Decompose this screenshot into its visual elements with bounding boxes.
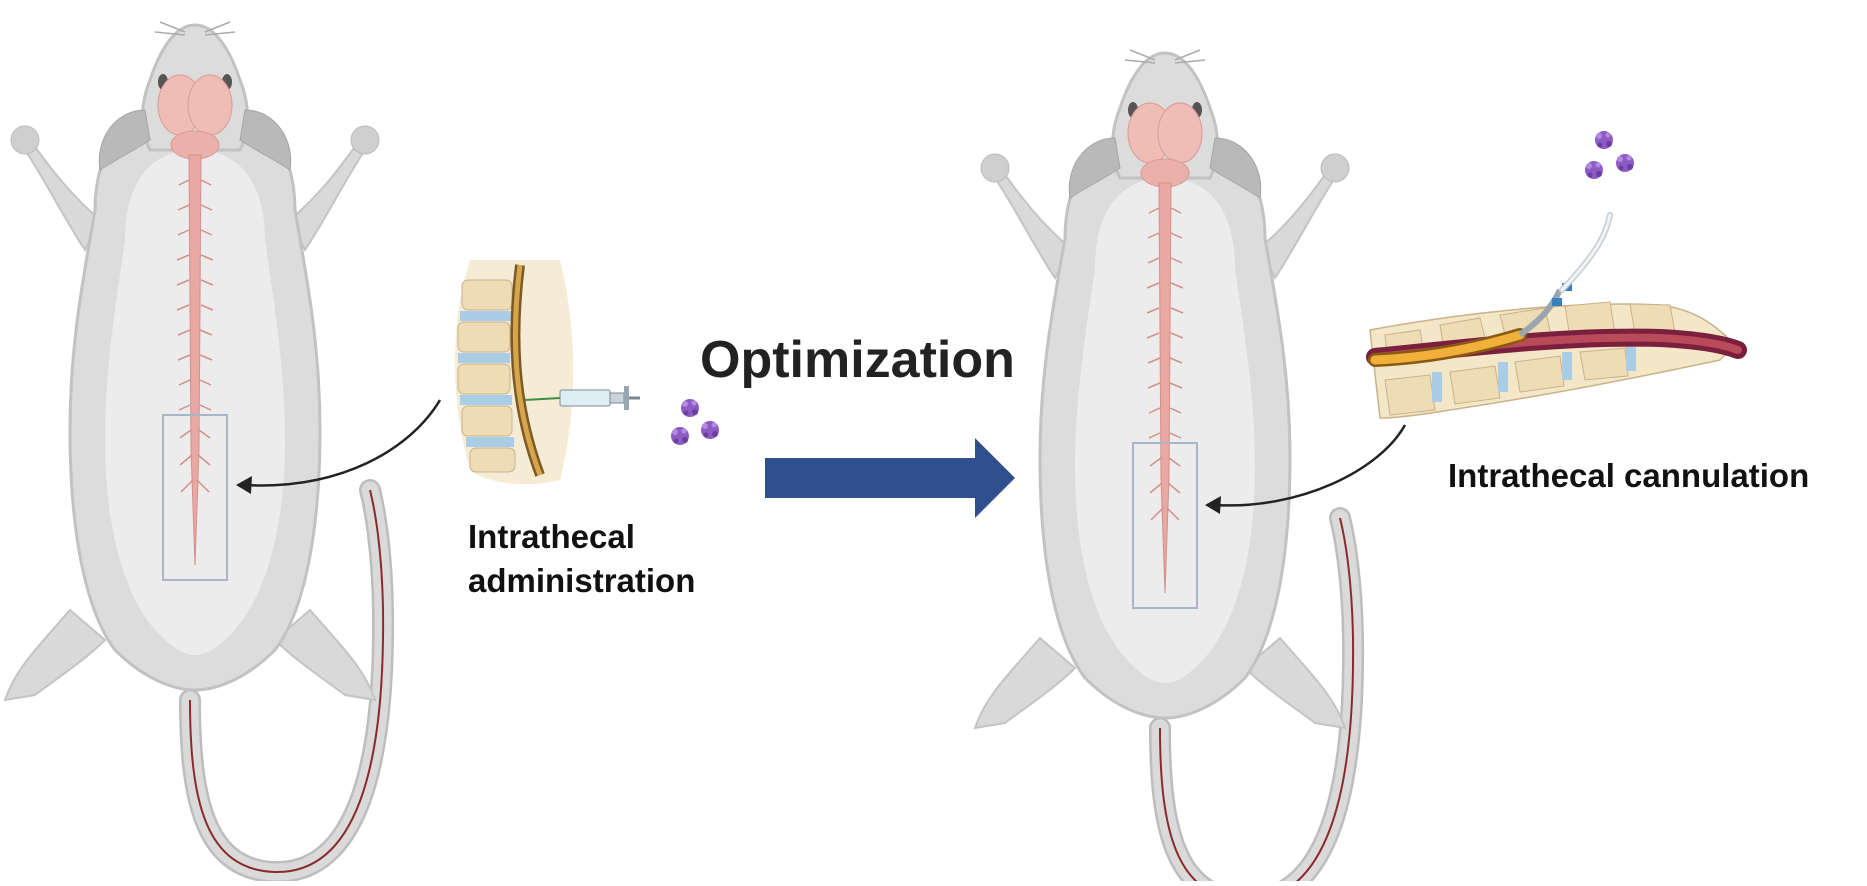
curved-arrow-icon: [236, 399, 442, 494]
mouse-left: [5, 22, 383, 872]
drug-particles-right: [1585, 131, 1634, 179]
right-arrow-icon: [765, 438, 1015, 518]
curved-arrow-icon: [1205, 424, 1407, 514]
syringe-icon: [524, 386, 640, 410]
optimization-label: Optimization: [700, 331, 1015, 389]
mouse-right: [975, 50, 1353, 881]
spine-section-illustration: [455, 260, 640, 485]
intrathecal-administration-label: Intrathecal administration: [468, 518, 696, 599]
intrathecal-cannulation-label: Intrathecal cannulation: [1448, 457, 1810, 494]
drug-particles-left: [671, 399, 719, 445]
spine-cannulation-illustration: [1366, 212, 1747, 419]
